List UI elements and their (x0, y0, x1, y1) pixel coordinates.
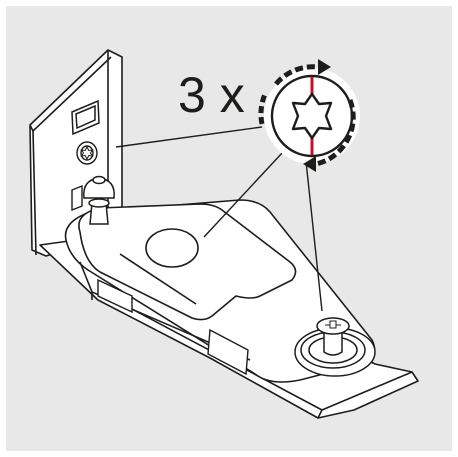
plate-slot (71, 99, 100, 136)
cover-plate-circle (145, 228, 199, 268)
adjuster-knob (83, 175, 115, 225)
torx-screwdriver-bit-icon (258, 59, 360, 172)
repeat-count-label: 3 x (178, 67, 245, 123)
adjustment-screw (294, 317, 376, 377)
hinge-underside (97, 278, 249, 376)
plate-lower-slot (71, 184, 83, 212)
plate-torx-screw (76, 141, 98, 165)
leader-lines (115, 126, 323, 312)
